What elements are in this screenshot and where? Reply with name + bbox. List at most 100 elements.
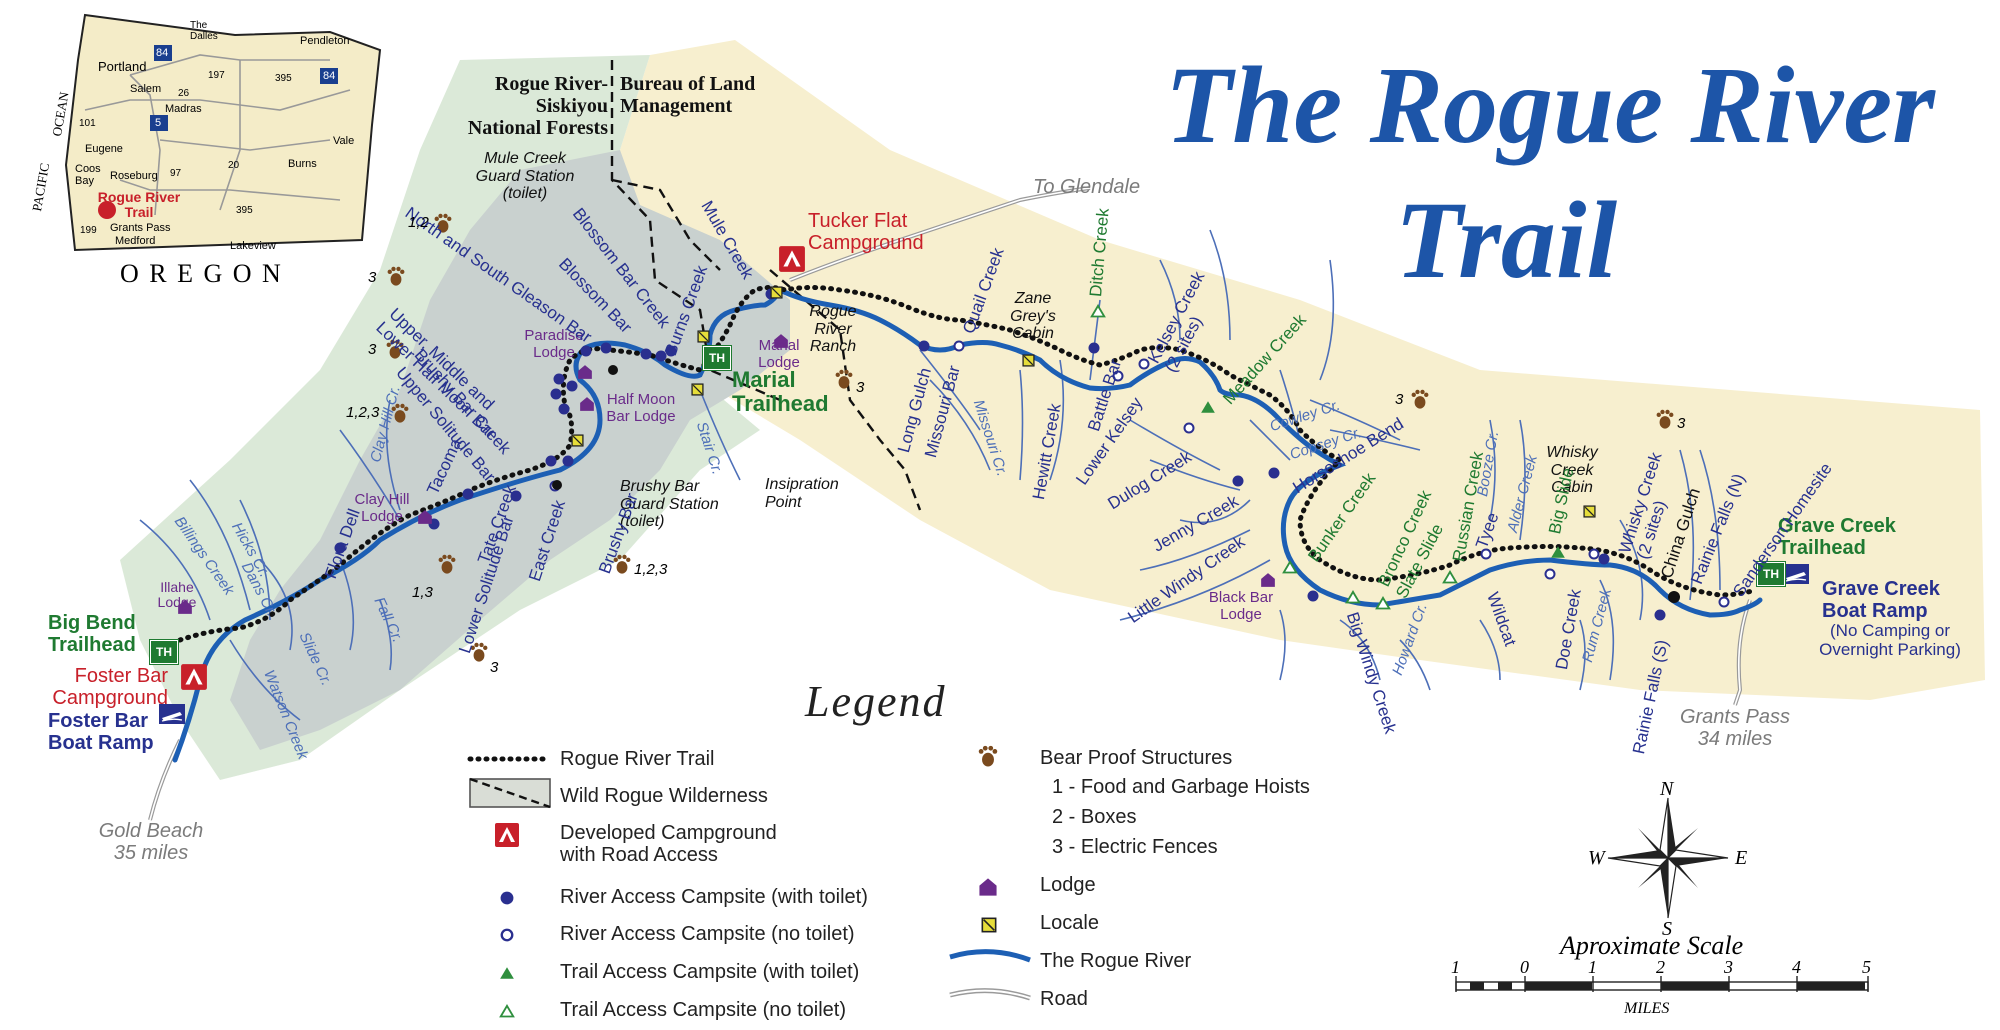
grave-creek-boat-ramp-label: Grave Creek Boat Ramp: [1822, 578, 1940, 622]
oregon-inset: [64, 13, 382, 252]
inset-trail-label: Rogue River Trail: [97, 189, 181, 221]
legend-campground: Developed Campground with Road Access: [560, 822, 777, 866]
illahe-lodge-label: Illahe Lodge: [157, 579, 197, 611]
marial-trailhead-badge: TH: [702, 345, 732, 371]
inset-state-label: O R E G O N: [120, 259, 283, 288]
foster-bar-boat-ramp-label: Foster Bar Boat Ramp: [48, 710, 154, 754]
inset-city: Eugene: [85, 143, 123, 155]
legend-symbols: [467, 745, 1031, 1018]
inset-highway: 5: [155, 117, 162, 129]
inset-city: The Dalles: [190, 20, 218, 42]
compass-south: S: [1662, 918, 1672, 940]
inset-city: Coos Bay: [75, 163, 101, 188]
inset-highway: 97: [170, 168, 182, 179]
inset-highway: 101: [79, 118, 96, 129]
foster-bar-campground-icon: [181, 664, 207, 690]
bear-label: 3: [490, 659, 499, 676]
legend-road: Road: [1040, 988, 1088, 1010]
map-title-line2: Trail: [1395, 179, 1618, 301]
legend-river-access-no-toilet: River Access Campsite (no toilet): [560, 923, 855, 945]
inset-city: Salem: [130, 83, 162, 95]
zane-grey-cabin-label: Zane Grey's Cabin: [1010, 290, 1056, 343]
compass-rose: [1607, 797, 1729, 919]
legend-bear-1: 1 - Food and Garbage Hoists: [1052, 776, 1310, 798]
legend-trail-access-toilet: Trail Access Campsite (with toilet): [560, 961, 860, 983]
legend-lodge: Lodge: [1040, 874, 1096, 896]
grave-creek-trailhead-label: Grave Creek Trailhead: [1778, 515, 1896, 559]
inset-highway: 20: [228, 160, 240, 171]
half-moon-lodge-label: Half Moon Bar Lodge: [606, 391, 676, 425]
wilderness: [230, 150, 790, 750]
bear-label: 1,2,3: [346, 404, 380, 421]
scale-tick: 5: [1862, 957, 1871, 977]
scale-bar: [1455, 976, 1869, 992]
inset-highway: 84: [156, 47, 169, 59]
inset-city: Roseburg: [110, 170, 158, 182]
inset-city: Burns: [288, 158, 317, 170]
inset-highway: 199: [80, 225, 97, 236]
inset-city: Medford: [115, 235, 156, 247]
inset-city: Portland: [98, 59, 147, 74]
blm-agency-label: Bureau of Land Management: [620, 73, 756, 117]
legend-trail: Rogue River Trail: [560, 748, 715, 770]
clay-hill-lodge-label: Clay Hill Lodge: [354, 491, 410, 525]
marial-trailhead-label: Marial Trailhead: [732, 367, 829, 417]
inset-highway: 395: [236, 205, 253, 216]
inset-city: Lakeview: [230, 240, 276, 252]
bear-label: 1,2,3: [634, 561, 668, 578]
legend-trail-access-no-toilet: Trail Access Campsite (no toilet): [560, 999, 847, 1021]
scale-tick: 0: [1520, 957, 1529, 977]
map-title-line1: The Rogue River: [1165, 44, 1935, 166]
scale-unit: MILES: [1624, 1000, 1670, 1017]
inset-highway: 395: [275, 73, 292, 84]
legend-bear: Bear Proof Structures: [1040, 747, 1233, 769]
bear-label: 3: [368, 341, 377, 358]
foster-bar-campground-label: Foster Bar Campground: [52, 665, 168, 709]
inset-highway: 84: [323, 70, 336, 82]
inset-highway: 197: [208, 70, 225, 81]
scale-tick: 2: [1656, 957, 1665, 977]
rogue-river-ranch-label: Rogue River Ranch: [809, 303, 857, 356]
black-bar-lodge-label: Black Bar Lodge: [1208, 589, 1274, 623]
forest-agency-label: Rogue River- Siskiyou National Forests: [467, 73, 608, 139]
inset-city: Grants Pass: [110, 222, 171, 234]
bear-label: 3: [1395, 391, 1404, 408]
scale-tick: 4: [1792, 957, 1801, 977]
grave-creek-boat-ramp-icon: [1782, 563, 1810, 585]
bear-label: 1,3: [412, 584, 433, 601]
scale-title: Aproximate Scale: [1560, 931, 1744, 960]
legend-locale: Locale: [1040, 912, 1099, 934]
brushy-bar-guard-station-label: Brushy Bar Guard Station (toilet): [620, 478, 719, 531]
legend-river-access-toilet: River Access Campsite (with toilet): [560, 886, 868, 908]
compass-east: E: [1735, 847, 1748, 869]
inspiration-point-label: Insipration Point: [765, 476, 839, 511]
gold-beach-road-label: Gold Beach 35 miles: [98, 820, 204, 864]
mule-creek-guard-station-label: Mule Creek Guard Station (toilet): [475, 150, 575, 203]
bear-label: 3: [1677, 415, 1686, 432]
grave-creek-note: (No Camping or Overnight Parking): [1819, 621, 1961, 659]
legend-bear-3: 3 - Electric Fences: [1052, 836, 1218, 858]
scale-tick: 1: [1451, 957, 1460, 977]
big-bend-trailhead-badge: TH: [149, 639, 179, 665]
bear-label: 3: [856, 379, 865, 396]
inset-city: Vale: [333, 135, 355, 147]
inset-highway: 26: [178, 88, 190, 99]
rogue-river-trail: [177, 285, 1758, 643]
glendale-road-label: To Glendale: [1033, 176, 1141, 198]
whisky-creek-cabin-label: Whisky Creek Cabin: [1546, 444, 1598, 497]
paradise-lodge-label: Paradise Lodge: [524, 327, 584, 361]
inset-city: Pendleton: [300, 35, 350, 47]
legend-title: Legend: [805, 677, 947, 726]
scale-tick: 1: [1588, 957, 1597, 977]
legend-wilderness: Wild Rogue Wilderness: [560, 785, 768, 807]
inset-city: Madras: [165, 103, 202, 115]
tucker-flat-campground-label: Tucker Flat Campground: [808, 210, 924, 254]
compass-north: N: [1660, 778, 1674, 800]
blm-land: [620, 40, 1985, 700]
compass-west: W: [1588, 847, 1605, 869]
grave-creek-trailhead-badge: TH: [1756, 561, 1786, 587]
legend-river: The Rogue River: [1040, 950, 1192, 972]
legend-bear-2: 2 - Boxes: [1052, 806, 1137, 828]
